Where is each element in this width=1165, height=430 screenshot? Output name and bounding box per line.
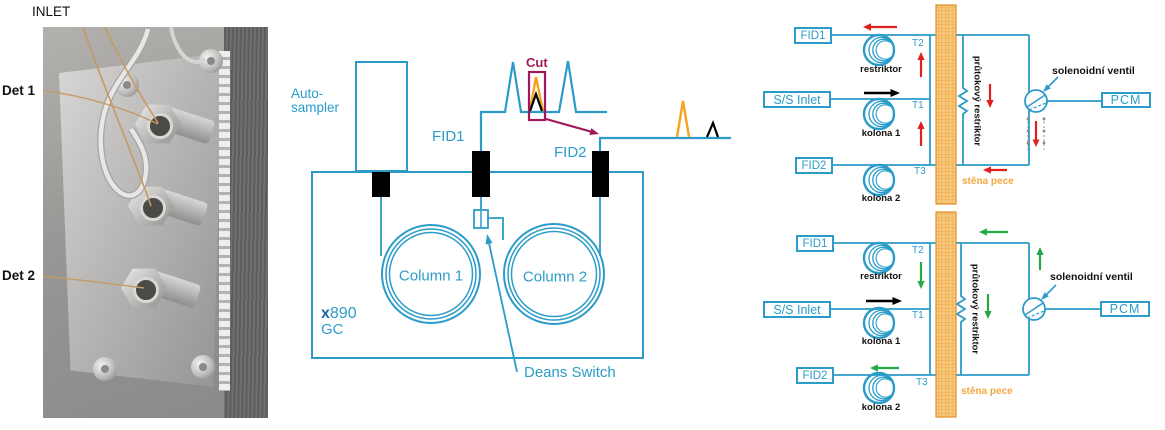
fid1-label: FID1 xyxy=(432,128,465,145)
column2-coil xyxy=(862,163,896,197)
screw-bottom-right xyxy=(191,355,215,379)
solenoid-pointer-arrowhead xyxy=(1041,292,1049,300)
fid2-label: FID2 xyxy=(554,144,587,161)
inlet-label: INLET xyxy=(32,4,71,19)
cut-label: Cut xyxy=(526,55,548,70)
deans-switch-pointer-line xyxy=(488,242,518,373)
column1-label: Column 1 xyxy=(398,267,464,285)
t2-label-bottom: T2 xyxy=(912,245,924,256)
autosampler-box xyxy=(355,61,408,172)
cut-window-rect xyxy=(527,70,547,122)
red-flow-arrows xyxy=(863,23,1040,174)
ss-inlet-box-bottom: S/S Inlet xyxy=(763,301,831,318)
screw-bottom-left xyxy=(93,357,117,381)
autosampler-port xyxy=(372,172,390,197)
purge-vent-dotted xyxy=(1026,117,1046,150)
column2-label: Column 2 xyxy=(522,268,588,286)
gc-model-number: 890 xyxy=(329,305,357,322)
fid2-box-top: FID2 xyxy=(795,157,833,174)
solenoid-valve-label-bottom: solenoidní ventil xyxy=(1050,271,1133,283)
oven-wall-bottom xyxy=(935,211,957,418)
oven-wall-top xyxy=(935,4,957,205)
column2-coil xyxy=(503,223,605,325)
t3-label-top: T3 xyxy=(914,166,926,177)
det1-label: Det 1 xyxy=(2,83,36,98)
flow-diagram-bottom xyxy=(830,228,1100,405)
fitting-hole-3 xyxy=(133,277,159,303)
t3-label-bottom: T3 xyxy=(916,377,928,388)
fitting-hole-2 xyxy=(140,195,166,221)
column1-coil xyxy=(381,224,481,324)
cut-peak-orange xyxy=(528,76,545,112)
green-flow-arrows xyxy=(870,228,1044,372)
photo-wires xyxy=(43,27,207,289)
gc-oven-box xyxy=(311,171,644,359)
solenoid-valve-symbol xyxy=(1024,76,1059,113)
kolona1-label-bottom: kolona 1 xyxy=(861,336,901,347)
flow-restrictor-label-bottom: průtokový restriktor xyxy=(969,263,981,355)
fitting-nut-3 xyxy=(121,268,167,308)
cut-transfer-arrow xyxy=(545,117,591,133)
cut-transfer-arrowhead xyxy=(589,128,599,135)
gc-model-line2: GC xyxy=(321,321,344,338)
serrated-edge xyxy=(219,51,230,391)
fid2-port xyxy=(592,151,609,197)
gc-model-prefix: x xyxy=(321,305,330,322)
deans-to-column2-line xyxy=(488,217,504,240)
oven-wall-bars xyxy=(935,4,957,418)
flow-restrictor-line xyxy=(955,243,967,375)
fid2-box-bottom: FID2 xyxy=(796,367,834,384)
column2-coil xyxy=(862,371,896,405)
gc-model-label: x890 xyxy=(321,305,357,323)
oven-wall-label-top: stěna pece xyxy=(962,176,1014,187)
kolona2-label-bottom: kolona 2 xyxy=(861,402,901,413)
fid2-peak-orange xyxy=(675,100,691,138)
solenoid-valve-symbol xyxy=(1022,284,1057,321)
restrictor-label-bottom: restriktor xyxy=(860,271,902,282)
solenoid-valve-label-top: solenoidní ventil xyxy=(1052,65,1135,77)
kolona1-label-top: kolona 1 xyxy=(861,128,901,139)
inlet-detector-photo xyxy=(43,27,268,418)
autosampler-label: Auto- sampler xyxy=(291,86,340,115)
t1-label-top: T1 xyxy=(912,100,924,111)
fid1-port xyxy=(472,151,490,197)
fitting-hole-1 xyxy=(147,113,173,139)
gc-ports xyxy=(372,151,609,197)
solenoid-pointer-line xyxy=(1047,76,1059,88)
deans-switch-label: Deans Switch xyxy=(524,364,616,381)
pcm-box-top: PCM xyxy=(1101,92,1151,108)
photo-dark-edge xyxy=(224,27,268,418)
gc-schematic xyxy=(311,60,731,373)
t1-label-bottom: T1 xyxy=(912,310,924,321)
det2-label: Det 2 xyxy=(2,268,36,283)
fid2-peak-black xyxy=(705,119,720,138)
fid2-chromatogram-trace xyxy=(598,136,731,151)
pcm-box-bottom: PCM xyxy=(1100,301,1150,317)
flow-diagram-top xyxy=(830,23,1101,197)
solenoid-pointer-line xyxy=(1045,284,1057,296)
inlet-flow-arrow xyxy=(864,89,900,97)
fid1-box-bottom: FID1 xyxy=(796,235,834,252)
solenoid-pointer-arrowhead xyxy=(1043,84,1051,92)
deans-switch-pointer-arrowhead xyxy=(485,234,493,245)
fitting-nut-1 xyxy=(135,104,181,144)
inlet-flow-arrow xyxy=(866,297,902,305)
column1-coil xyxy=(862,306,896,340)
restrictor-coil xyxy=(862,241,896,275)
fid1-chromatogram-trace xyxy=(479,60,607,151)
flow-restrictor-line xyxy=(957,35,969,165)
kolona2-label-top: kolona 2 xyxy=(861,193,901,204)
fid1-box-top: FID1 xyxy=(794,27,832,44)
ss-inlet-box-top: S/S Inlet xyxy=(763,91,831,108)
t2-label-top: T2 xyxy=(912,38,924,49)
flow-restrictor-label-top: průtokový restriktor xyxy=(971,55,983,147)
cut-peak-black xyxy=(528,90,544,112)
oven-wall-label-bottom: stěna pece xyxy=(961,386,1013,397)
column1-coil xyxy=(862,97,896,131)
restrictor-coil xyxy=(862,33,896,67)
chromatogram-peaks xyxy=(527,70,720,138)
restrictor-label-top: restriktor xyxy=(860,64,902,75)
